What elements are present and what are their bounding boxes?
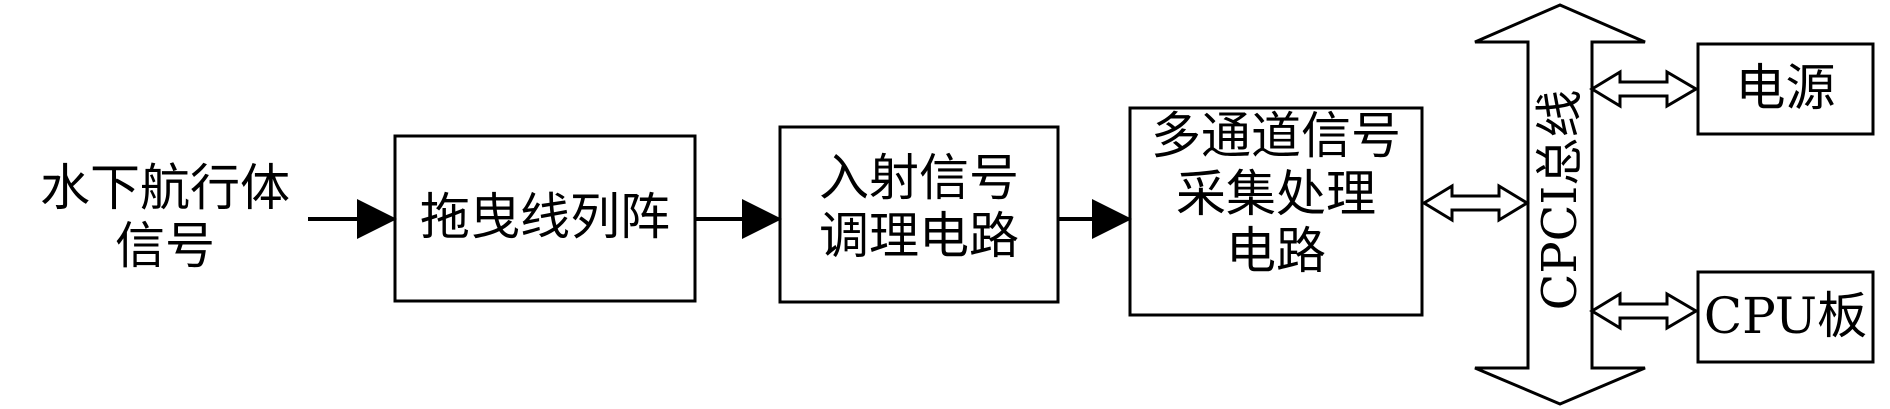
cpu-box — [1696, 270, 1875, 364]
conditioning-label: 入射信号 调理电路 — [780, 149, 1058, 265]
acquisition-label: 多通道信号 采集处理 电路 — [1130, 107, 1422, 281]
acquisition-line-3: 电路 — [1226, 222, 1326, 280]
power-label: 电源 — [1698, 59, 1873, 118]
cpu-line-1: CPU板 — [1703, 287, 1868, 345]
towed-array-label: 拖曳线列阵 — [395, 188, 695, 247]
bus-cpu-double-arrow — [1589, 291, 1699, 331]
conditioning-line-2: 调理电路 — [819, 206, 1019, 265]
acquisition-bus-double-arrow — [1421, 183, 1530, 223]
bus-power-double-arrow — [1589, 69, 1699, 109]
cpu-label: CPU板 — [1698, 287, 1873, 346]
conditioning-line-1: 入射信号 — [819, 149, 1019, 207]
input-signal-line-1: 水下航行体 — [40, 159, 290, 217]
input-signal-label: 水下航行体 信号 — [20, 159, 310, 275]
towed-array-line-1: 拖曳线列阵 — [420, 188, 670, 246]
acquisition-line-1: 多通道信号 — [1151, 107, 1401, 165]
power-line-1: 电源 — [1735, 59, 1836, 117]
input-signal-line-2: 信号 — [115, 216, 215, 275]
cpci-bus-label: CPCI总线 — [1532, 89, 1588, 311]
acquisition-line-2: 采集处理 — [1176, 164, 1376, 223]
cpci-bus-arrow — [1474, 3, 1646, 406]
